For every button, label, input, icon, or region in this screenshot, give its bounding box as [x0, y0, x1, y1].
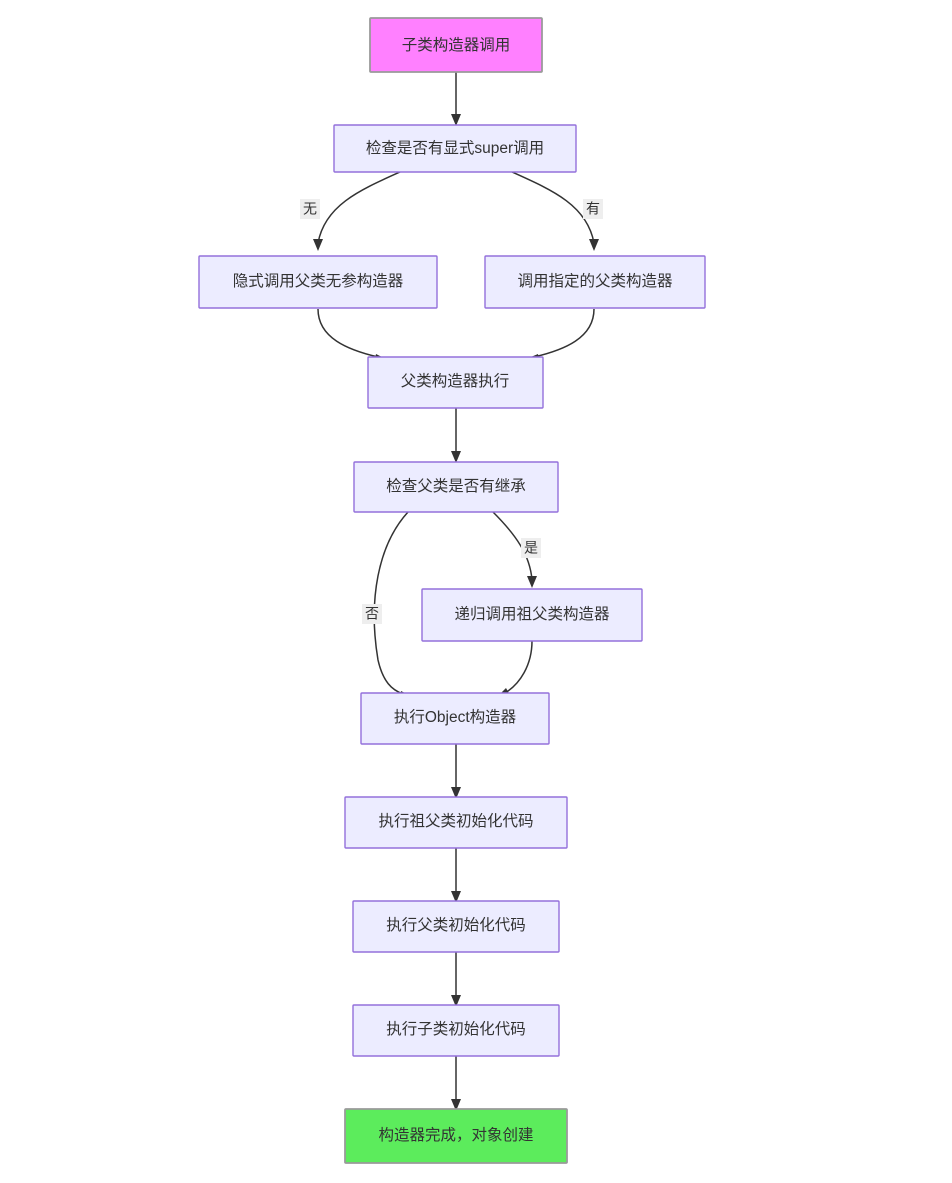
edge-parent-init-to-child-init — [451, 952, 461, 1007]
edge-parent-run-to-check-inherit — [451, 408, 461, 463]
edge-label-inherit-no-text: 否 — [365, 606, 379, 622]
edge-label-no-super-text: 无 — [303, 201, 317, 217]
node-check-parent-inheritance-label: 检查父类是否有继承 — [386, 477, 526, 495]
edge-check-super-to-explicit — [511, 171, 599, 251]
node-start[interactable]: 子类构造器调用 — [369, 17, 543, 73]
edge-label-has-super: 有 — [583, 199, 603, 219]
edge-label-inherit-no: 否 — [362, 604, 382, 624]
node-done-label: 构造器完成，对象创建 — [378, 1126, 533, 1144]
node-grandparent-init[interactable]: 执行祖父类初始化代码 — [344, 796, 568, 849]
node-recursive-grandparent-call[interactable]: 递归调用祖父类构造器 — [421, 588, 643, 642]
node-parent-constructor-run-label: 父类构造器执行 — [401, 372, 510, 390]
node-implicit-super-call[interactable]: 隐式调用父类无参构造器 — [198, 255, 438, 309]
edge-check-super-to-implicit — [313, 171, 401, 251]
node-layer: 子类构造器调用 检查是否有显式super调用 隐式调用父类无参构造器 调用指定的… — [198, 17, 706, 1164]
edge-child-init-to-done — [451, 1056, 461, 1111]
edge-check-inherit-to-recurse — [492, 511, 537, 588]
edge-label-layer: 无 有 是 否 — [300, 199, 603, 624]
node-parent-init-label: 执行父类初始化代码 — [386, 916, 526, 934]
edge-grand-init-to-parent-init — [451, 848, 461, 903]
edge-label-inherit-yes: 是 — [521, 538, 541, 558]
node-explicit-super-call[interactable]: 调用指定的父类构造器 — [484, 255, 706, 309]
node-parent-init[interactable]: 执行父类初始化代码 — [352, 900, 560, 953]
node-grandparent-init-label: 执行祖父类初始化代码 — [378, 812, 533, 830]
edge-object-ctor-to-grand-init — [451, 744, 461, 799]
node-explicit-super-call-label: 调用指定的父类构造器 — [517, 272, 673, 290]
node-check-parent-inheritance[interactable]: 检查父类是否有继承 — [353, 461, 559, 513]
edge-explicit-to-parent-run — [526, 308, 595, 364]
node-implicit-super-call-label: 隐式调用父类无参构造器 — [233, 272, 404, 290]
node-parent-constructor-run[interactable]: 父类构造器执行 — [367, 356, 544, 409]
edge-implicit-to-parent-run — [317, 308, 386, 364]
edge-label-has-super-text: 有 — [586, 201, 600, 217]
node-check-super[interactable]: 检查是否有显式super调用 — [333, 124, 577, 173]
node-check-super-label: 检查是否有显式super调用 — [366, 139, 544, 157]
node-object-constructor-label: 执行Object构造器 — [394, 708, 517, 726]
edge-label-inherit-yes-text: 是 — [524, 540, 538, 556]
edge-recurse-to-object-ctor — [497, 640, 533, 697]
edge-label-no-super: 无 — [300, 199, 320, 219]
edge-start-to-check-super — [451, 72, 461, 126]
node-child-init[interactable]: 执行子类初始化代码 — [352, 1004, 560, 1057]
node-start-label: 子类构造器调用 — [402, 36, 511, 54]
node-object-constructor[interactable]: 执行Object构造器 — [360, 692, 550, 745]
node-recursive-grandparent-call-label: 递归调用祖父类构造器 — [454, 605, 610, 623]
node-done[interactable]: 构造器完成，对象创建 — [344, 1108, 568, 1164]
node-child-init-label: 执行子类初始化代码 — [386, 1020, 526, 1038]
